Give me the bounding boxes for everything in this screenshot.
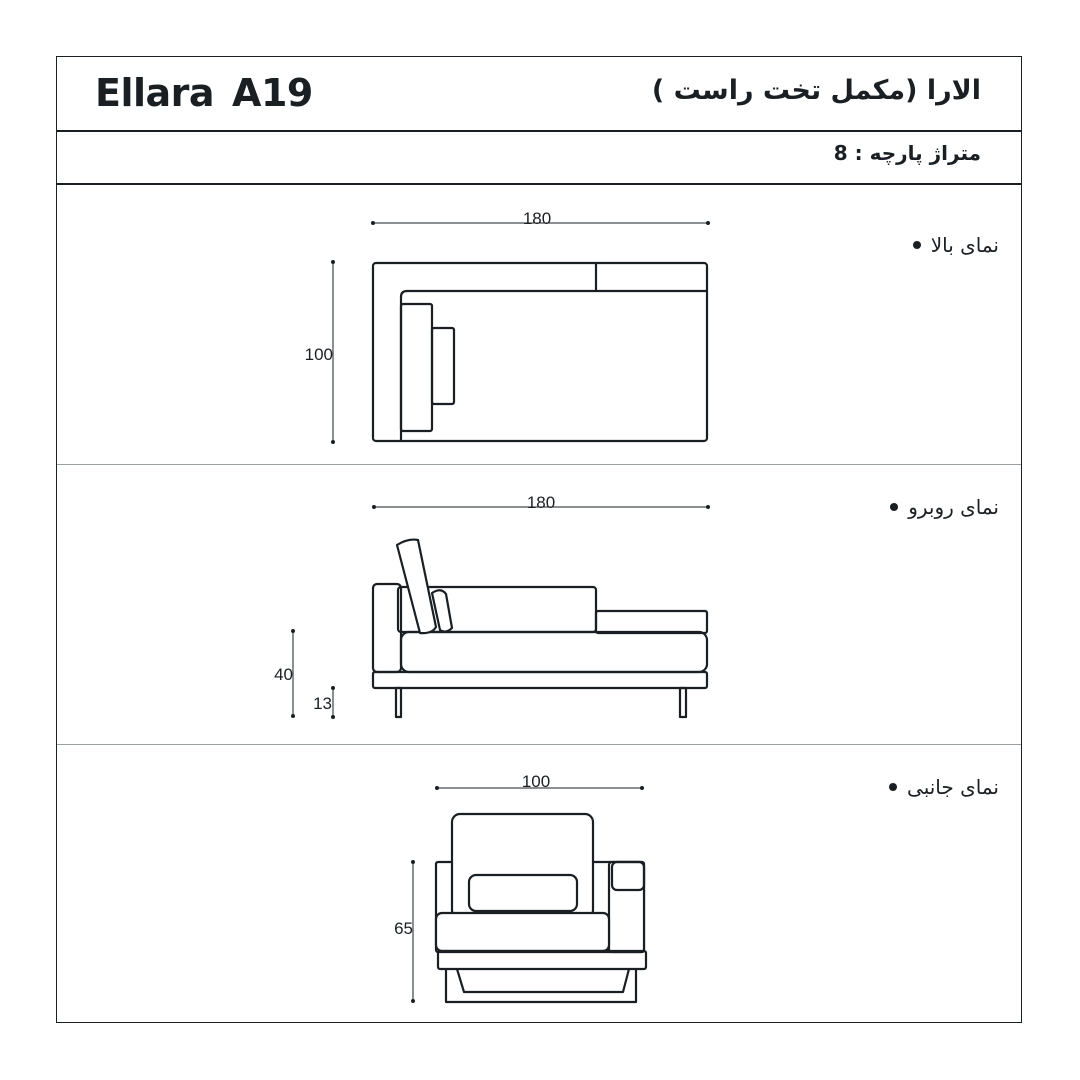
- front-view-leg-height-dimension: 13: [313, 686, 335, 719]
- side-view-depth-dimension: 100: [435, 772, 644, 791]
- dimension-label: 180: [527, 493, 555, 512]
- view-label-front: نمای روبرو: [890, 495, 999, 519]
- front-view-seat-height-dimension: 40: [274, 629, 295, 718]
- section-divider: [57, 744, 1021, 745]
- view-label-top: نمای بالا: [912, 233, 999, 257]
- view-label-side: نمای جانبی: [889, 775, 999, 799]
- top-view-depth-dimension: 100: [305, 260, 335, 444]
- bullet-icon: [890, 503, 899, 511]
- side-view-height-dimension: 65: [394, 860, 415, 1003]
- top-view-drawing: [371, 261, 709, 443]
- brand-name: Ellara: [95, 71, 215, 115]
- model-code: A19: [232, 71, 313, 115]
- product-title-persian: الارا (مکمل تخت راست ): [651, 75, 981, 106]
- dimension-label: 40: [274, 665, 293, 684]
- dimension-label: 13: [313, 694, 332, 713]
- dimension-label: 100: [305, 345, 333, 364]
- front-view-width-dimension: 180: [372, 493, 710, 512]
- fabric-meterage: متراژ پارچه : 8: [833, 141, 981, 165]
- top-view-width-dimension: 180: [371, 209, 710, 228]
- side-view-drawing: [434, 812, 648, 1004]
- section-divider: [57, 464, 1021, 465]
- dimension-label: 65: [394, 919, 413, 938]
- header-divider: [57, 130, 1021, 132]
- dimension-label: 180: [523, 209, 551, 228]
- spec-sheet-frame: Ellara A19 الارا (مکمل تخت راست ) متراژ پ…: [56, 56, 1022, 1023]
- front-view-drawing: [371, 538, 709, 719]
- product-title: Ellara A19: [95, 71, 313, 115]
- dimension-label: 100: [522, 772, 550, 791]
- bullet-icon: [889, 783, 898, 791]
- bullet-icon: [912, 241, 921, 249]
- meterage-divider: [57, 183, 1021, 185]
